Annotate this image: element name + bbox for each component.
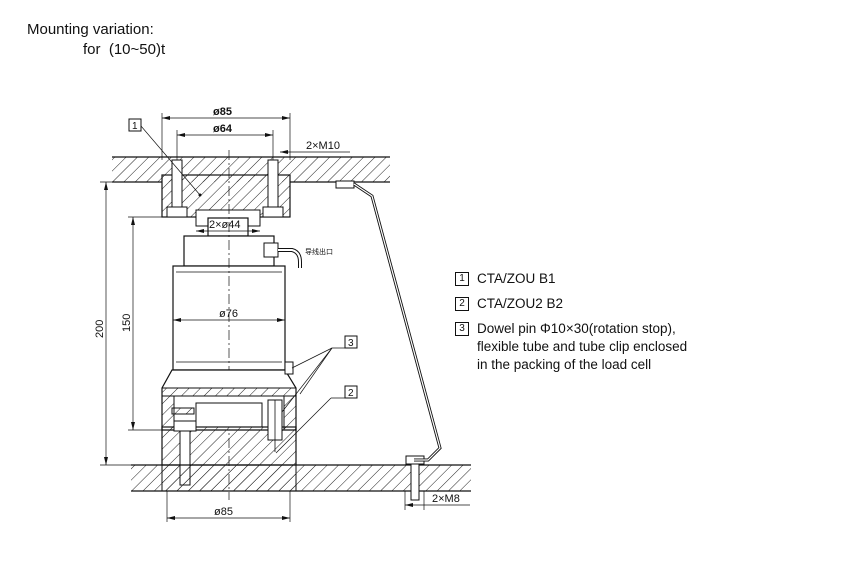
callout-1: 1 bbox=[128, 118, 202, 197]
grounding-cable bbox=[335, 180, 442, 462]
callout-1-label: 1 bbox=[132, 121, 138, 132]
legend-item-2-text: CTA/ZOU2 B2 bbox=[477, 296, 564, 311]
cap-dia-label: 2×ø44 bbox=[209, 219, 241, 231]
legend-item-1: 1 CTA/ZOU B1 bbox=[455, 270, 687, 288]
body-dia-label: ø76 bbox=[219, 308, 238, 320]
base-mount bbox=[161, 361, 297, 486]
callout-3: 3 bbox=[281, 335, 358, 413]
cell-height-label: 150 bbox=[121, 314, 133, 332]
bottom-dia-label: ø85 bbox=[214, 506, 233, 518]
heading-title: Mounting variation: bbox=[27, 21, 154, 38]
bottom-dimensions: ø85 2×M8 bbox=[166, 491, 470, 522]
total-height-label: 200 bbox=[94, 320, 106, 338]
heading: Mounting variation: for (10~50)t bbox=[27, 20, 165, 60]
callout-2: 2 bbox=[275, 385, 358, 454]
bottom-bolts-label: 2×M8 bbox=[432, 493, 460, 505]
load-cell-body bbox=[172, 150, 286, 500]
vertical-dimensions: 200 150 bbox=[94, 181, 162, 466]
top-inner-dia-label: ø64 bbox=[213, 123, 233, 135]
top-dimensions: ø85 ø64 2×M10 bbox=[161, 106, 350, 160]
legend: 1 CTA/ZOU B1 2 CTA/ZOU2 B2 3 Dowel pin Φ… bbox=[455, 270, 687, 381]
callout-3-label: 3 bbox=[348, 338, 354, 349]
legend-item-3: 3 Dowel pin Φ10×30(rotation stop), flexi… bbox=[455, 320, 687, 374]
cable-outlet: 导线出口 bbox=[263, 242, 333, 268]
body-dimension: ø76 bbox=[173, 308, 285, 322]
cap-dimension: 2×ø44 bbox=[196, 219, 260, 233]
top-outer-dia-label: ø85 bbox=[213, 106, 232, 118]
legend-item-2: 2 CTA/ZOU2 B2 bbox=[455, 295, 687, 313]
legend-item-2-number: 2 bbox=[455, 297, 469, 311]
legend-item-1-text: CTA/ZOU B1 bbox=[477, 271, 556, 286]
heading-subtitle: for (10~50)t bbox=[83, 41, 166, 58]
legend-item-3-number: 3 bbox=[455, 322, 469, 336]
legend-item-1-number: 1 bbox=[455, 272, 469, 286]
legend-item-3-text: Dowel pin Φ10×30(rotation stop), flexibl… bbox=[477, 321, 688, 372]
callout-2-label: 2 bbox=[348, 388, 354, 399]
cable-outlet-label: 导线出口 bbox=[305, 247, 333, 256]
top-bolts-label: 2×M10 bbox=[306, 140, 340, 152]
